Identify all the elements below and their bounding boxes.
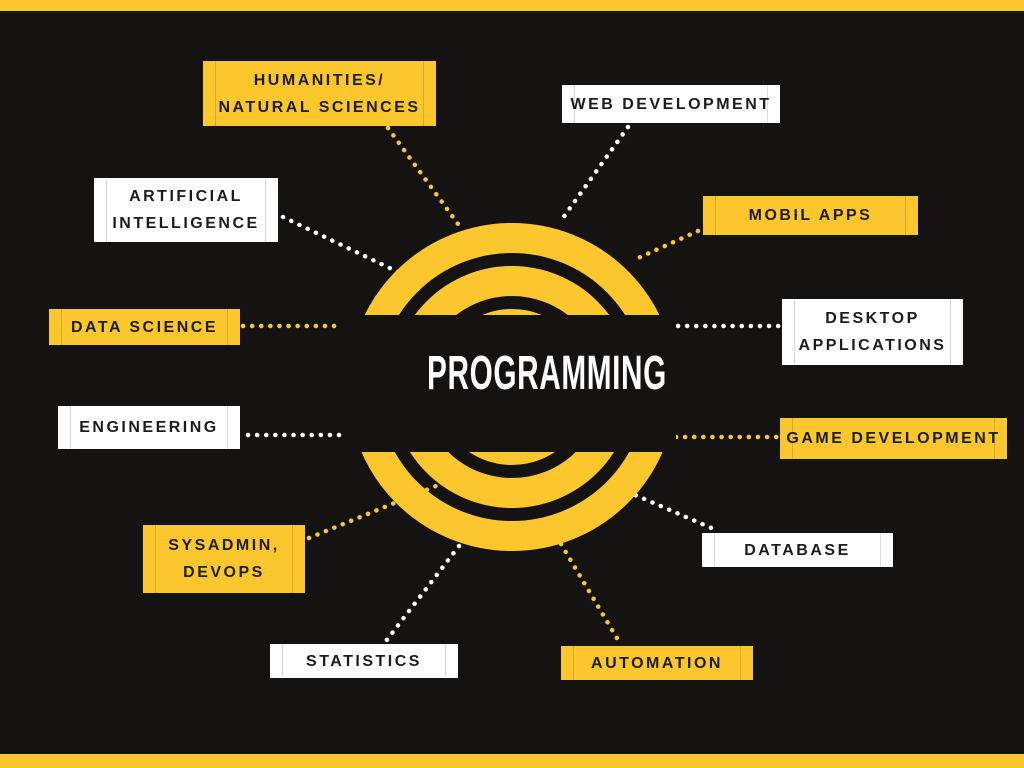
node-engineering: ENGINEERING [58,406,240,449]
node-statistics: STATISTICS [270,644,458,678]
node-label-line: MOBIL APPS [748,207,873,224]
node-label-line: WEB DEVELOPMENT [570,95,772,113]
node-data-science: DATA SCIENCE [49,309,240,345]
node-game-development: GAME DEVELOPMENT [780,418,1007,459]
hub-title: PROGRAMMING [427,347,667,400]
node-web-development: WEB DEVELOPMENT [562,85,780,123]
node-label-line: ENGINEERING [79,419,219,436]
connector-web-development [557,124,631,225]
node-mobil-apps: MOBIL APPS [703,196,918,235]
hub-band [348,315,676,452]
node-database: DATABASE [702,533,893,567]
connector-automation [558,541,624,648]
node-artificial-intelligence: ARTIFICIAL INTELLIGENCE [94,178,278,242]
node-label-line: ARTIFICIAL [129,188,243,205]
node-desktop-applications: DESKTOP APPLICATIONS [782,299,963,365]
node-humanities-natural-sciences: HUMANITIES/ NATURAL SCIENCES [203,61,436,126]
node-label-line: DATA SCIENCE [70,318,219,336]
bottom-accent-bar [0,754,1024,768]
connector-artificial-intelligence [280,214,401,275]
node-label-line: SYSADMIN, [168,537,280,554]
node-label-line: APPLICATIONS [798,337,947,354]
node-label-line: STATISTICS [306,652,422,670]
connector-humanities-natural-sciences [385,125,461,227]
node-label-line: GAME DEVELOPMENT [786,430,1001,447]
node-label-line: INTELLIGENCE [112,215,260,232]
node-automation: AUTOMATION [561,646,753,680]
node-label-line: DATABASE [744,541,851,559]
node-label-line: DEVOPS [183,564,265,581]
connector-statistics [383,543,462,644]
node-label-line: HUMANITIES/ [253,71,386,89]
node-label-line: NATURAL SCIENCES [218,98,421,116]
top-accent-bar [0,0,1024,11]
node-label-line: DESKTOP [825,310,920,327]
connector-mobil-apps [633,228,701,262]
node-label-line: AUTOMATION [591,654,723,672]
node-sysadmin-devops: SYSADMIN, DEVOPS [143,525,305,593]
